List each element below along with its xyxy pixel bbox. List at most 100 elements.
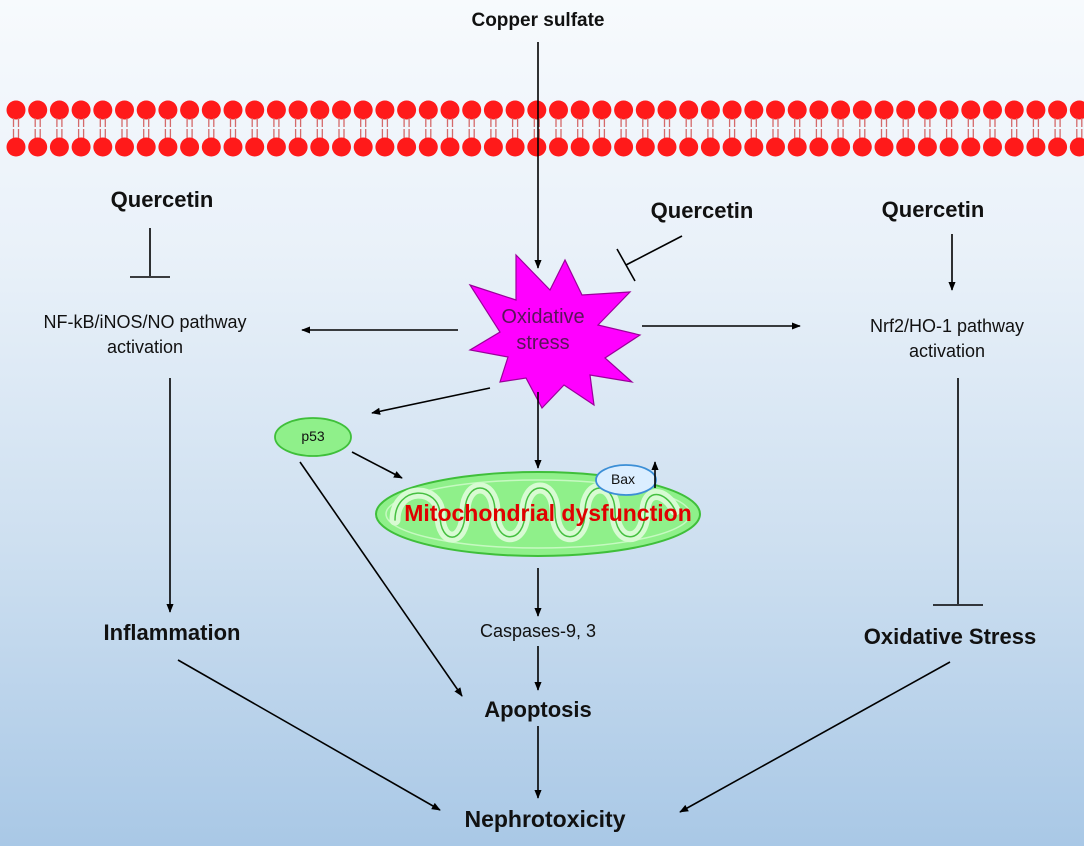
membrane-head — [657, 100, 677, 120]
membrane-head — [266, 100, 286, 120]
nrf2-pathway-line-2: activation — [908, 341, 986, 361]
nfkb-pathway-label: NF-kB/iNOS/NO pathway activation — [43, 310, 246, 360]
copper-sulfate-label: Copper sulfate — [471, 10, 605, 31]
membrane-head — [722, 100, 742, 120]
membrane-head — [831, 137, 851, 157]
membrane-head — [1069, 137, 1084, 157]
membrane-head — [852, 100, 872, 120]
nfkb-pathway-line-2: activation — [106, 337, 184, 357]
membrane-head — [440, 100, 460, 120]
membrane-head — [961, 137, 981, 157]
membrane-head — [700, 137, 720, 157]
membrane-head — [353, 137, 373, 157]
membrane-head — [397, 100, 417, 120]
oxidative-stress-line-2: stress — [516, 332, 570, 354]
membrane-head — [201, 137, 221, 157]
membrane-head — [418, 100, 438, 120]
membrane-head — [505, 100, 525, 120]
membrane-head — [939, 137, 959, 157]
membrane-head — [983, 100, 1002, 120]
membrane-head — [874, 137, 894, 157]
oxidative-stress-line-1: Oxidative — [501, 306, 585, 328]
membrane-head — [28, 137, 48, 157]
membrane-head — [136, 137, 156, 157]
membrane-head — [353, 100, 373, 120]
nrf2-pathway-line-1: Nrf2/HO-1 pathway — [869, 316, 1025, 336]
oxidative-stress-label: Oxidative stress — [501, 304, 584, 356]
quercetin-left-label: Quercetin — [110, 187, 214, 212]
membrane-head — [657, 137, 677, 157]
membrane-head — [896, 137, 916, 157]
membrane-head — [115, 137, 134, 157]
p53-node — [274, 417, 352, 457]
membrane-head — [6, 137, 26, 157]
membrane-head — [288, 100, 308, 120]
nephrotoxicity-label: Nephrotoxicity — [464, 806, 626, 832]
arrow-p53-to-apoptosis — [299, 461, 463, 697]
membrane-head — [917, 100, 937, 120]
membrane-head — [440, 137, 460, 157]
membrane-head — [787, 100, 807, 120]
membrane-head — [570, 100, 590, 120]
membrane-head — [158, 137, 178, 157]
quercetin-right-label: Quercetin — [881, 197, 985, 222]
p53-label: p53 — [301, 428, 325, 444]
membrane-head — [1026, 137, 1046, 157]
bax-node — [595, 464, 657, 496]
membrane-head — [679, 137, 699, 157]
membrane-head — [1048, 137, 1068, 157]
membrane-head — [201, 100, 221, 120]
membrane-head — [635, 137, 655, 157]
membrane-head — [483, 100, 503, 120]
mitochondrial-dysfunction-label: Mitochondrial dysfunction — [404, 500, 692, 526]
membrane-head — [787, 137, 807, 157]
quercetin-center-label: Quercetin — [650, 198, 754, 223]
membrane-head — [245, 137, 265, 157]
oxidative-stress-starburst — [468, 253, 642, 410]
membrane-head — [418, 137, 438, 157]
membrane-head — [983, 137, 1002, 157]
cell-membrane — [6, 100, 1084, 157]
oxidative-stress-outcome-label: Oxidative Stress — [863, 624, 1037, 649]
membrane-head — [245, 100, 265, 120]
membrane-head — [1004, 100, 1024, 120]
membrane-head — [332, 137, 351, 157]
inflammation-label: Inflammation — [103, 620, 241, 645]
membrane-head — [483, 137, 503, 157]
membrane-head — [831, 100, 851, 120]
membrane-head — [549, 100, 568, 120]
membrane-head — [223, 100, 243, 120]
membrane-head — [505, 137, 525, 157]
membrane-head — [93, 100, 113, 120]
caspases-label: Caspases-9, 3 — [479, 621, 597, 641]
membrane-head — [635, 100, 655, 120]
membrane-head — [592, 100, 612, 120]
arrow-p53-to-mitochondria — [351, 451, 403, 479]
nfkb-pathway-line-1: NF-kB/iNOS/NO pathway — [43, 312, 247, 332]
membrane-head — [136, 100, 156, 120]
membrane-head — [614, 100, 634, 120]
membrane-head — [1026, 100, 1046, 120]
arrow-oxidative-outcome-to-nephrotoxicity — [679, 661, 951, 813]
membrane-head — [939, 100, 959, 120]
membrane-head — [809, 137, 829, 157]
membrane-head — [375, 100, 395, 120]
nrf2-pathway-label: Nrf2/HO-1 pathway activation — [870, 314, 1024, 364]
membrane-head — [332, 100, 351, 120]
membrane-head — [766, 137, 785, 157]
membrane-head — [896, 100, 916, 120]
membrane-head — [180, 100, 200, 120]
membrane-head — [1048, 100, 1068, 120]
membrane-head — [310, 137, 330, 157]
membrane-head — [679, 100, 699, 120]
membrane-head — [570, 137, 590, 157]
membrane-head — [917, 137, 937, 157]
arrow-oxidative-to-p53 — [371, 387, 491, 415]
membrane-head — [266, 137, 286, 157]
membrane-head — [223, 137, 243, 157]
membrane-head — [71, 100, 91, 120]
membrane-head — [28, 100, 48, 120]
membrane-head — [700, 100, 720, 120]
